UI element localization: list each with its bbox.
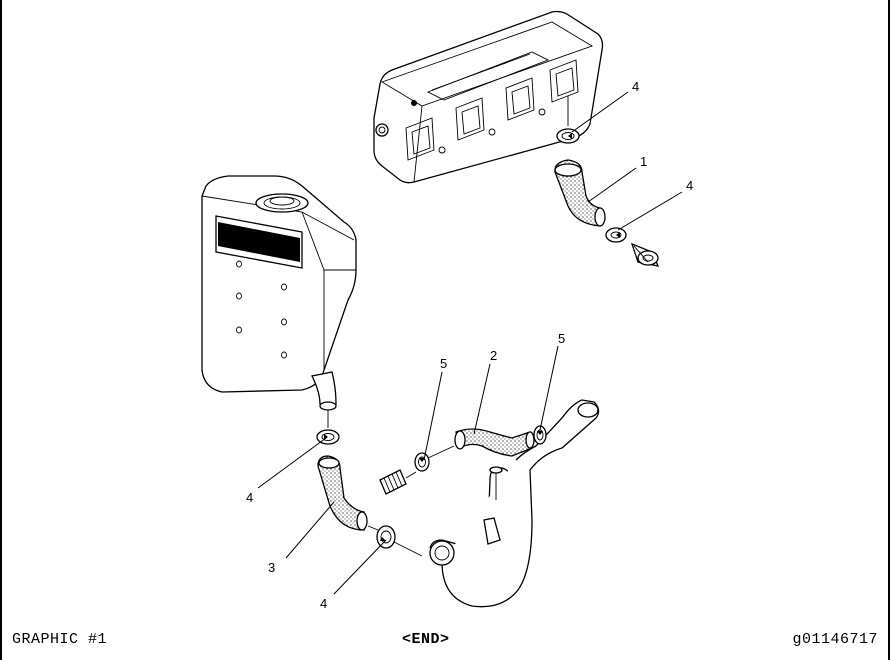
graphic-label: GRAPHIC #1 xyxy=(12,631,108,648)
callout-4-upper: 4 xyxy=(632,79,639,94)
callout-leaders xyxy=(257,91,683,595)
end-marker: <END> xyxy=(402,631,450,648)
coolant-tank xyxy=(201,175,357,411)
coolant-tube-assembly xyxy=(429,399,600,608)
callout-labels: 4 1 4 5 2 5 4 3 4 xyxy=(246,79,693,611)
callout-4-tank: 4 xyxy=(246,490,253,505)
callout-4-bottom: 4 xyxy=(320,596,327,611)
callout-5-right: 5 xyxy=(558,331,565,346)
callout-2: 2 xyxy=(490,348,497,363)
callout-3: 3 xyxy=(268,560,275,575)
middle-hose-assembly xyxy=(379,425,547,495)
lower-left-hose-assembly xyxy=(316,410,423,557)
graphic-id: g01146717 xyxy=(792,631,878,648)
callout-4-fitting: 4 xyxy=(686,178,693,193)
callout-5-left: 5 xyxy=(440,356,447,371)
exhaust-manifold xyxy=(373,10,604,184)
callout-1: 1 xyxy=(640,154,647,169)
